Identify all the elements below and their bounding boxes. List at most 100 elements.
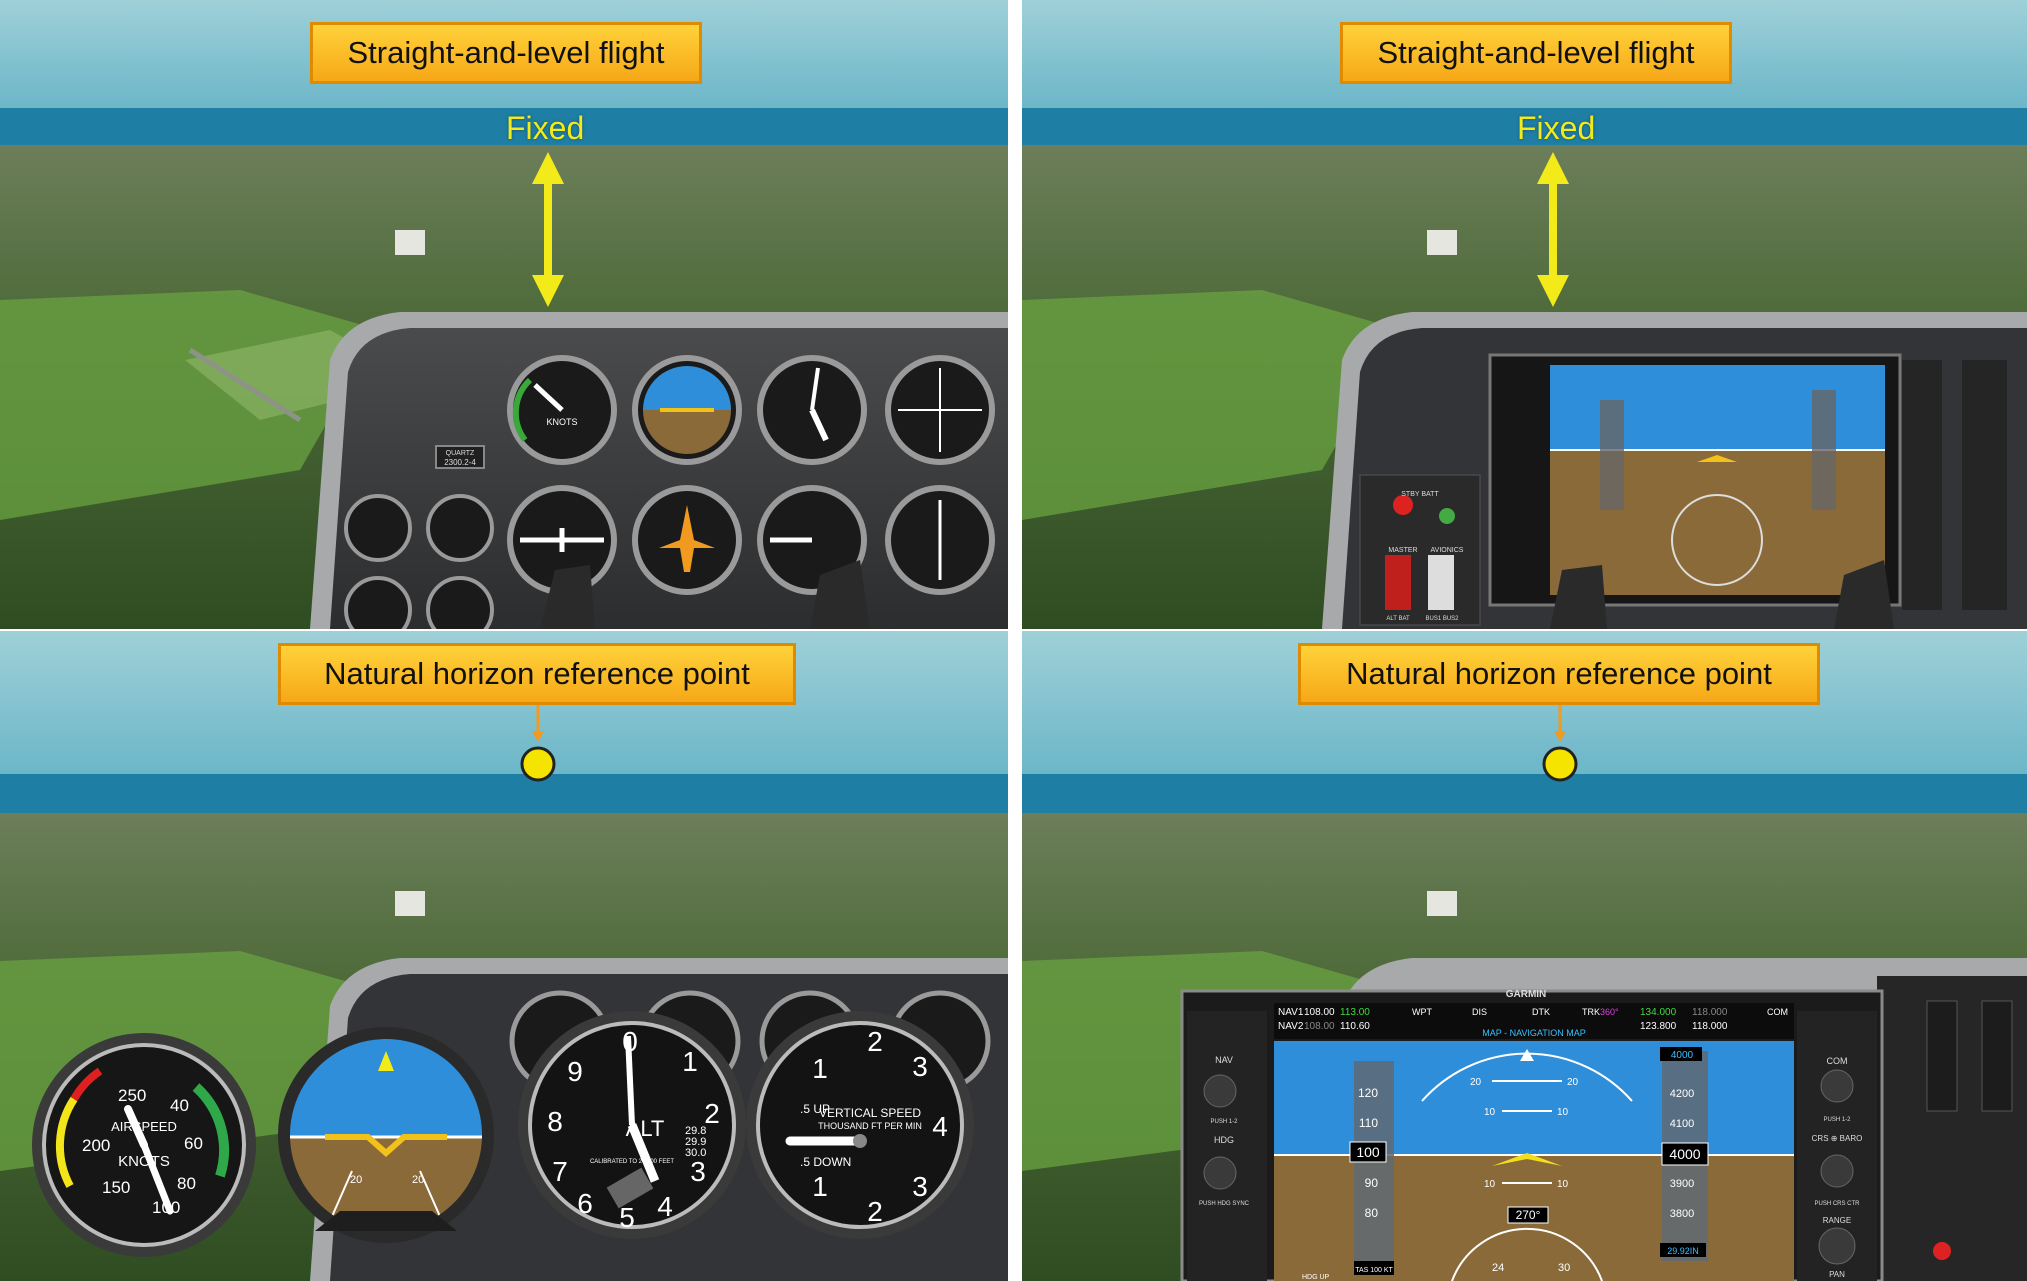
crs-push-label: PUSH CRS CTR — [1814, 1201, 1860, 1207]
vsi-down-label: .5 DOWN — [800, 1155, 851, 1169]
com-push-label: PUSH 1-2 — [1823, 1117, 1851, 1123]
scene-top-left: KNOTS — [0, 0, 1008, 629]
callout-horizon-reference: Natural horizon reference point — [278, 643, 796, 705]
hdg-label-24: 24 — [1492, 1262, 1504, 1274]
alt-selected: 4000 — [1671, 1050, 1694, 1061]
alt-tape-3900: 3900 — [1670, 1178, 1694, 1190]
pan-label: PAN — [1829, 1270, 1845, 1279]
as-tape-80: 80 — [1365, 1206, 1379, 1220]
crs-baro-label: CRS ⊕ BARO — [1812, 1134, 1863, 1143]
kollsman-29-9: 29.9 — [685, 1136, 706, 1148]
garmin-brand: GARMIN — [1506, 989, 1547, 1000]
avionics-label: AVIONICS — [1431, 547, 1464, 554]
vsi-num-3-up: 3 — [912, 1051, 928, 1082]
vsi-num-4: 4 — [932, 1111, 948, 1142]
airspeed-current: 100 — [1356, 1144, 1380, 1160]
as-tape-90: 90 — [1365, 1176, 1379, 1190]
fixed-arrow — [1537, 152, 1569, 307]
page-title: MAP - NAVIGATION MAP — [1482, 1028, 1586, 1038]
heading-readout: 270° — [1516, 1208, 1541, 1222]
asi-tick-200: 200 — [82, 1136, 110, 1155]
com-knob-label: COM — [1827, 1056, 1848, 1066]
fixed-arrow — [532, 152, 564, 307]
panel-top-right: STBY BATT MASTER AVIONICS ALT BAT BUS1 B… — [1022, 0, 2027, 629]
vsi-num-3-down: 3 — [912, 1171, 928, 1202]
range-label: RANGE — [1823, 1216, 1851, 1225]
wpt-label: WPT — [1412, 1007, 1432, 1017]
airspeed-indicator-small: KNOTS — [507, 355, 617, 465]
nav-push-label: PUSH 1-2 — [1210, 1119, 1238, 1125]
pitch-20-left: 20 — [1470, 1077, 1482, 1088]
pitch-neg10-right: 10 — [1557, 1179, 1569, 1190]
master-label: MASTER — [1388, 547, 1417, 554]
asi-tick-40: 40 — [170, 1096, 189, 1115]
tas-readout: TAS 100 KT — [1355, 1267, 1393, 1274]
altitude-current: 4000 — [1669, 1146, 1700, 1162]
engine-gauges-small — [344, 494, 494, 629]
alt-digit-7: 7 — [552, 1156, 568, 1187]
alt-digit-5: 5 — [619, 1202, 635, 1233]
asi-title: AIRSPEED — [111, 1119, 177, 1134]
com2-active: 123.800 — [1640, 1021, 1677, 1032]
pfd-small — [1488, 353, 1902, 607]
vsi-line2: THOUSAND FT PER MIN — [818, 1121, 922, 1131]
vsi-line1: VERTICAL SPEED — [819, 1106, 921, 1120]
garmin-pfd: GARMIN NAV1 108.00 113.00 NAV2 108.00 11… — [1180, 989, 1884, 1281]
nav2-standby: 110.60 — [1340, 1021, 1370, 1032]
hdg-up-label: HDG UP — [1302, 1274, 1330, 1281]
callout-straight-level: Straight-and-level flight — [1340, 22, 1732, 84]
nav2-label: NAV2 — [1278, 1021, 1304, 1032]
power-switches: STBY BATT MASTER AVIONICS ALT BAT BUS1 B… — [1359, 474, 1481, 626]
nav-knob-label: NAV — [1215, 1055, 1233, 1065]
attitude-indicator-small — [632, 355, 742, 465]
fixed-label: Fixed — [506, 110, 585, 146]
altimeter-large: 0 1 2 3 4 5 6 7 8 9 ALT 29.8 29.9 30.0 C… — [518, 1011, 746, 1239]
trk-value: 360° — [1600, 1007, 1619, 1017]
hdg-push-label: PUSH HDG SYNC — [1199, 1201, 1250, 1207]
com2-standby: 118.000 — [1692, 1021, 1728, 1032]
airspeed-indicator-large: 250 40 60 80 100 200 150 AIRSPEED KNOTS — [32, 1033, 256, 1257]
alt-digit-2: 2 — [704, 1098, 720, 1129]
ai-pitch-20-right: 20 — [412, 1174, 424, 1186]
horizon-reference-point — [520, 703, 556, 782]
pitch-neg10-left: 10 — [1484, 1179, 1496, 1190]
nav1-active: 108.00 — [1304, 1007, 1335, 1018]
fixed-label: Fixed — [1517, 110, 1596, 146]
panel-top-left: KNOTS — [0, 0, 1008, 629]
asi-unit: KNOTS — [118, 1153, 170, 1170]
ai-pitch-20-left: 20 — [350, 1174, 362, 1186]
dis-label: DIS — [1472, 1007, 1487, 1017]
nav1-label: NAV1 — [1278, 1007, 1304, 1018]
vsi-small — [757, 485, 867, 595]
kollsman-30-0: 30.0 — [685, 1147, 706, 1159]
clock-label: QUARTZ — [446, 450, 475, 457]
clock-display: QUARTZ 2300.2-4 — [435, 445, 485, 469]
heading-indicator-small — [632, 485, 742, 595]
vsi-num-1-up: 1 — [812, 1053, 828, 1084]
panel-bottom-right: GARMIN NAV1 108.00 113.00 NAV2 108.00 11… — [1022, 631, 2027, 1281]
altimeter-calibration-note: CALIBRATED TO 20,000 FEET — [590, 1159, 674, 1165]
hdg-knob-label: HDG — [1214, 1135, 1234, 1145]
pitch-10-right: 10 — [1557, 1107, 1569, 1118]
alt-digit-1: 1 — [682, 1046, 698, 1077]
clock-value: 2300.2-4 — [444, 458, 476, 467]
vsi-up-label: .5 UP — [800, 1102, 830, 1116]
alt-bat-label: ALT BAT — [1386, 616, 1410, 622]
alt-digit-6: 6 — [577, 1188, 593, 1219]
panel-bottom-left: 250 40 60 80 100 200 150 AIRSPEED KNOTS — [0, 631, 1008, 1281]
pitch-10-left: 10 — [1484, 1107, 1496, 1118]
com1-standby: 118.000 — [1692, 1007, 1728, 1018]
kollsman-29-8: 29.8 — [685, 1125, 706, 1137]
scene-top-right: STBY BATT MASTER AVIONICS ALT BAT BUS1 B… — [1022, 0, 2027, 629]
alt-digit-3: 3 — [690, 1156, 706, 1187]
dtk-label: DTK — [1532, 1007, 1550, 1017]
adf-small — [885, 485, 995, 595]
altimeter-small — [757, 355, 867, 465]
nav2-active: 108.00 — [1304, 1021, 1335, 1032]
asi-tick-250: 250 — [118, 1086, 146, 1105]
asi-tick-60: 60 — [184, 1134, 203, 1153]
alt-tape-4200: 4200 — [1670, 1088, 1694, 1100]
vor-indicator-small — [885, 355, 995, 465]
com-label: COM — [1767, 1007, 1788, 1017]
